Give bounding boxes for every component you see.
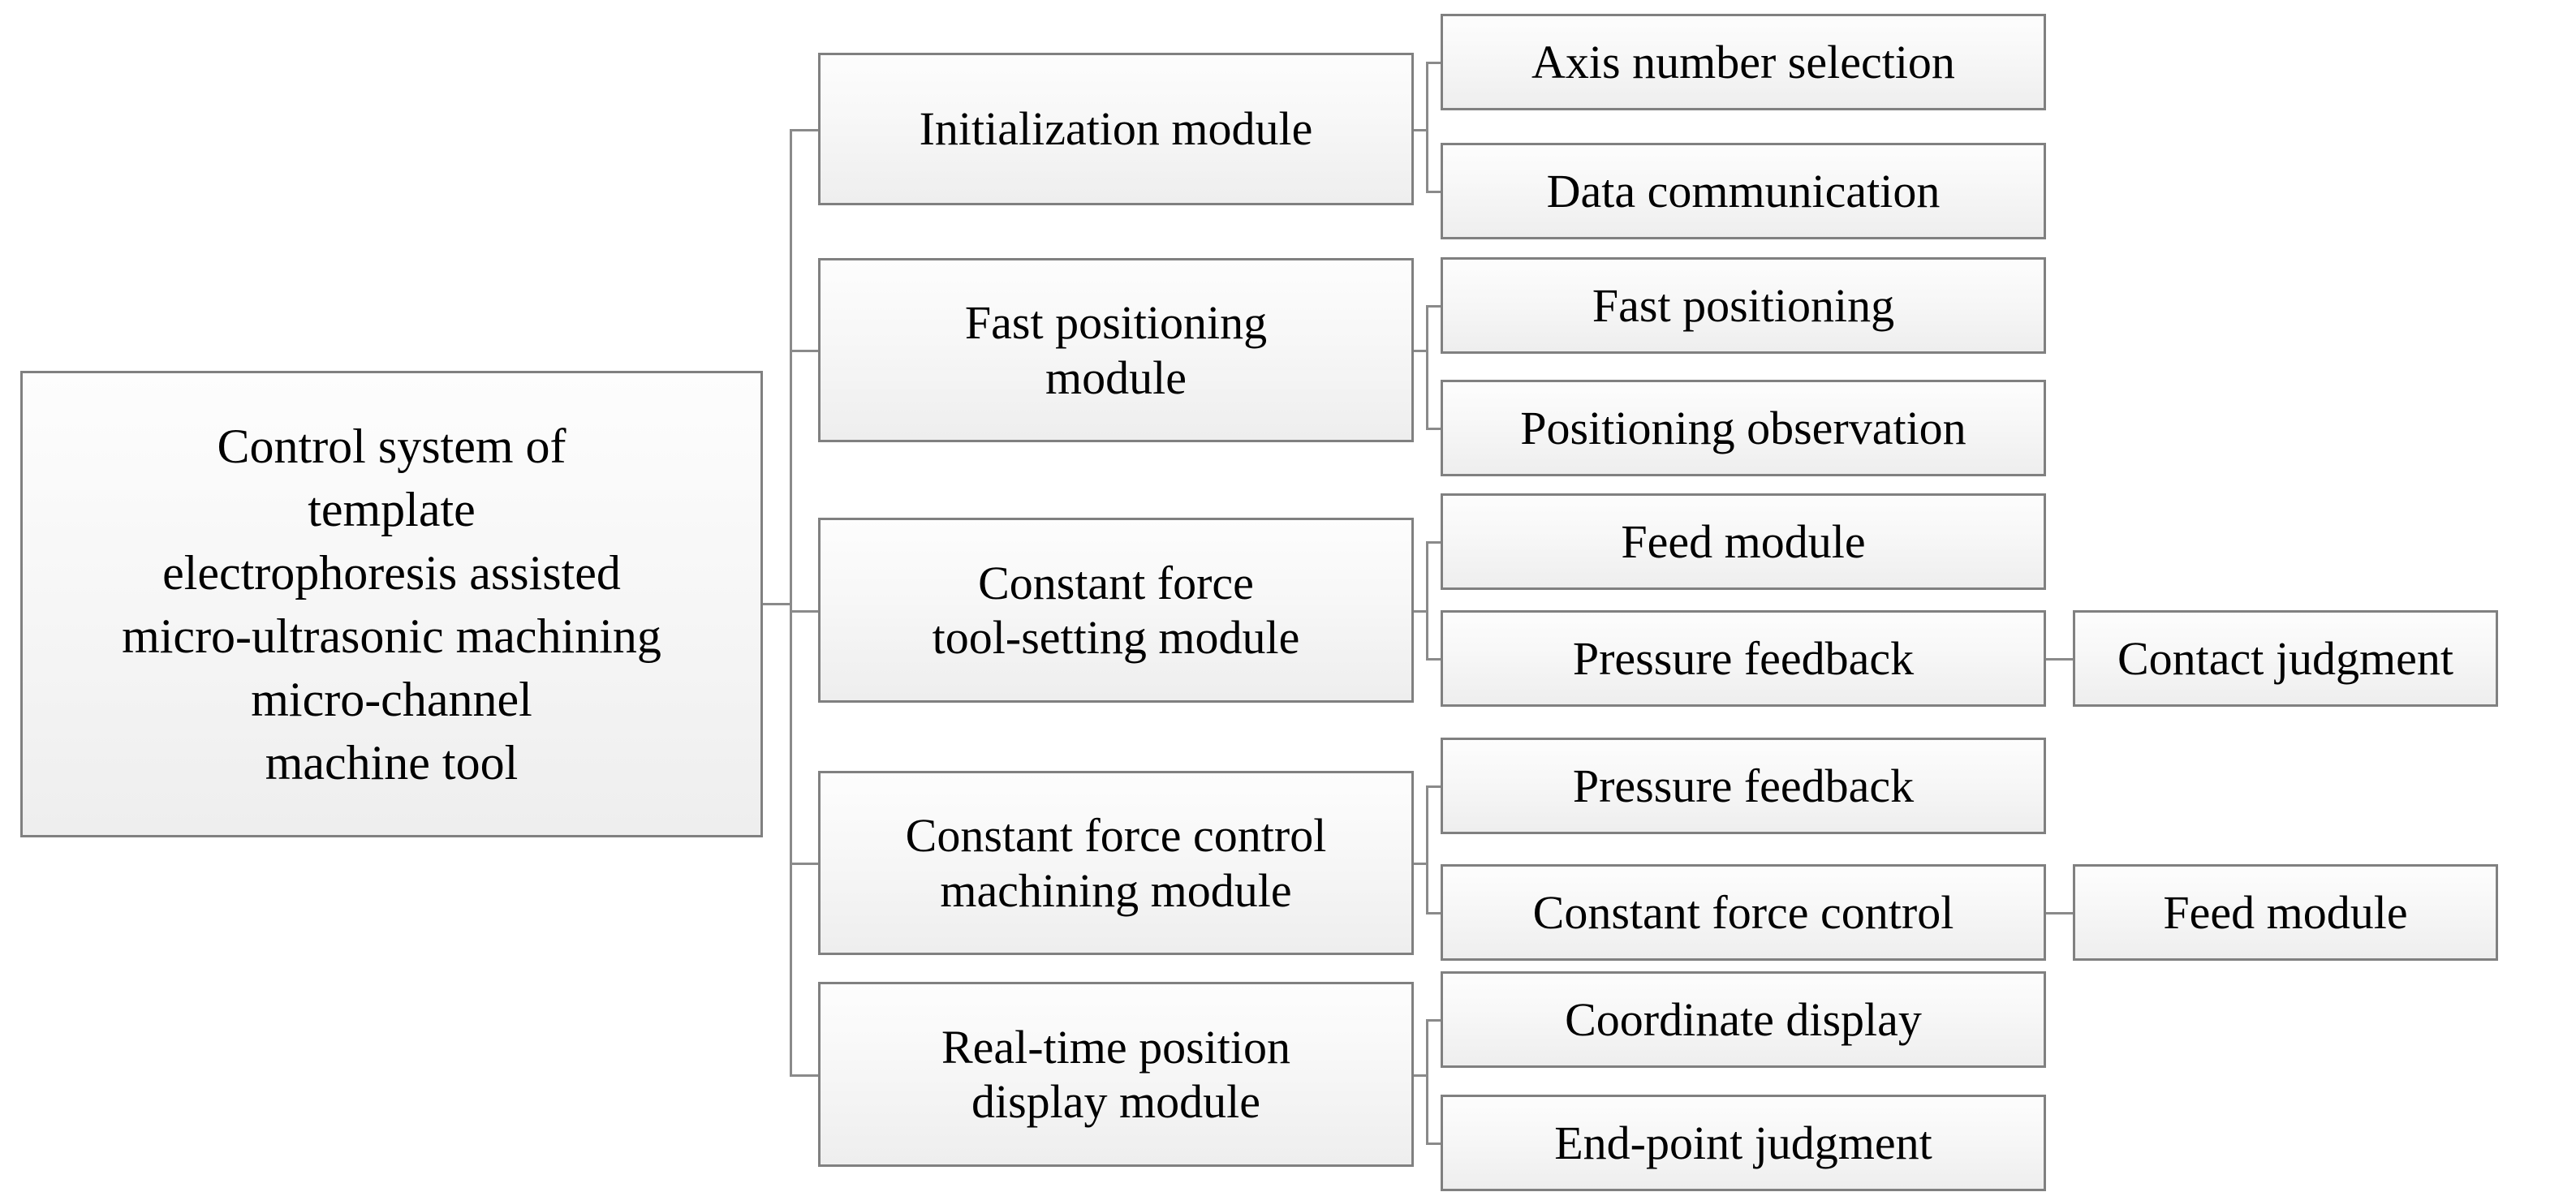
leaf-node-contact-judgment: Contact judgment (2073, 610, 2498, 707)
root-node-control-system: Control system of template electrophores… (20, 371, 763, 837)
module-node-constant-force-control-machining: Constant force control machining module (818, 771, 1414, 955)
connector-root-stem (763, 603, 791, 605)
module-node-initialization: Initialization module (818, 53, 1414, 205)
connector-pressure-feedback-to-contact-judgment (2046, 658, 2075, 661)
connector-module-5-trunk (1426, 1019, 1428, 1145)
connector-module-4-trunk (1426, 785, 1428, 914)
submodule-node-feed-module-1: Feed module (1441, 493, 2046, 590)
submodule-node-pressure-feedback-1: Pressure feedback (1441, 610, 2046, 707)
connector-root-to-module-2 (790, 350, 820, 352)
leaf-node-feed-module: Feed module (2073, 864, 2498, 961)
connector-module-1-to-child-1 (1426, 62, 1442, 64)
connector-module-4-to-child-2 (1426, 912, 1442, 914)
connector-module-2-stem (1414, 350, 1428, 352)
connector-module-2-to-child-1 (1426, 305, 1442, 308)
connector-module-1-stem (1414, 129, 1428, 131)
submodule-node-axis-number-selection: Axis number selection (1441, 14, 2046, 110)
module-node-real-time-position-display: Real-time position display module (818, 982, 1414, 1167)
submodule-node-positioning-observation: Positioning observation (1441, 380, 2046, 476)
submodule-node-fast-positioning: Fast positioning (1441, 257, 2046, 354)
connector-root-to-module-5 (790, 1074, 820, 1077)
connector-module-1-trunk (1426, 62, 1428, 193)
connector-module-5-stem (1414, 1074, 1428, 1077)
module-node-constant-force-tool-setting: Constant force tool-setting module (818, 518, 1414, 703)
connector-module-3-to-child-1 (1426, 541, 1442, 544)
connector-module-3-trunk (1426, 541, 1428, 661)
connector-module-5-to-child-2 (1426, 1143, 1442, 1145)
connector-constant-force-control-to-feed-module (2046, 912, 2075, 914)
connector-module-1-to-child-2 (1426, 191, 1442, 193)
submodule-node-coordinate-display: Coordinate display (1441, 971, 2046, 1068)
connector-module-4-stem (1414, 863, 1428, 865)
submodule-node-data-communication: Data communication (1441, 143, 2046, 239)
connector-module-3-to-child-2 (1426, 658, 1442, 661)
connector-root-to-module-3 (790, 610, 820, 613)
connector-module-4-to-child-1 (1426, 785, 1442, 788)
module-node-fast-positioning: Fast positioning module (818, 258, 1414, 442)
submodule-node-end-point-judgment: End-point judgment (1441, 1095, 2046, 1191)
connector-root-to-module-1 (790, 129, 820, 131)
connector-module-2-to-child-2 (1426, 428, 1442, 430)
connector-module-3-stem (1414, 610, 1428, 613)
connector-root-trunk (790, 129, 792, 1075)
submodule-node-constant-force-control: Constant force control (1441, 864, 2046, 961)
connector-module-5-to-child-1 (1426, 1019, 1442, 1022)
submodule-node-pressure-feedback-2: Pressure feedback (1441, 738, 2046, 834)
connector-root-to-module-4 (790, 863, 820, 865)
connector-module-2-trunk (1426, 305, 1428, 430)
